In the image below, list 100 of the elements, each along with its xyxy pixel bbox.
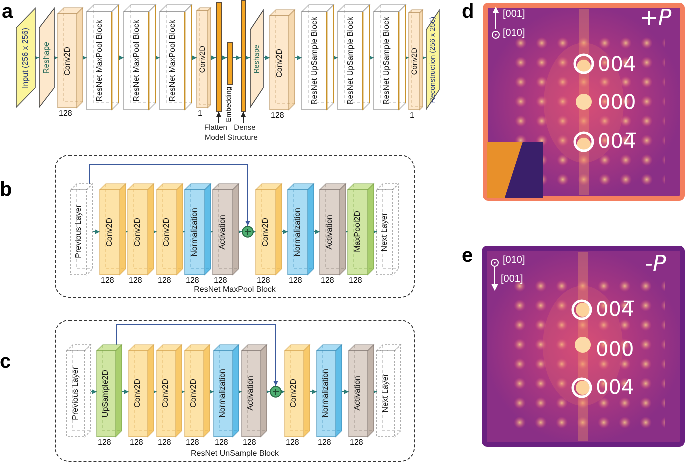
reflection-label: 004̅ xyxy=(598,131,636,151)
arrow xyxy=(192,56,198,60)
panel-letter: d xyxy=(462,2,474,22)
arrow xyxy=(372,230,378,234)
filter-count: 128 xyxy=(271,112,284,120)
arrow xyxy=(282,230,288,234)
arrow xyxy=(333,56,338,60)
arrow xyxy=(421,56,426,60)
layer-label: Conv2D xyxy=(162,379,170,408)
filter-count: 128 xyxy=(158,439,172,447)
arrow xyxy=(404,56,410,60)
panel-letter: e xyxy=(462,246,474,266)
filter-count: 128 xyxy=(286,439,300,447)
polarization-label: -P xyxy=(645,254,666,276)
layer-label: Normalization xyxy=(322,369,330,418)
block-panel xyxy=(55,155,415,298)
reflection-label: 000 xyxy=(598,92,636,112)
arrow xyxy=(53,56,58,60)
filter-count: 1 xyxy=(198,110,202,118)
layer-label: ResNet UpSample Block xyxy=(346,16,354,106)
axis-label: [010] xyxy=(503,29,526,39)
reflection-label: 004̅ xyxy=(596,299,634,319)
arrow xyxy=(237,230,242,234)
layer-label: Conv2D xyxy=(162,218,170,246)
filter-count: 128 xyxy=(321,277,334,285)
filter-count: 128 xyxy=(350,439,364,447)
arrow xyxy=(342,390,350,394)
panel-letter: a xyxy=(2,2,14,22)
arrow xyxy=(264,56,270,60)
filter-count: 128 xyxy=(129,277,142,285)
arrow xyxy=(222,56,228,60)
arrow xyxy=(237,390,242,394)
arrow xyxy=(118,56,124,60)
arrow xyxy=(372,390,378,394)
arrow xyxy=(92,230,100,234)
filter-count: 1 xyxy=(410,112,414,120)
layer-label: Conv2D xyxy=(290,379,298,408)
filter-count: 128 xyxy=(215,439,228,447)
layer-label: Conv2D xyxy=(134,218,142,246)
reflection-label: 000 xyxy=(596,339,634,359)
arrow xyxy=(209,390,214,394)
arrow xyxy=(152,390,158,394)
arrow xyxy=(82,56,88,60)
panel-caption: ResNet UnSample Block xyxy=(190,449,280,458)
layer-label: Previous Layer xyxy=(74,205,82,259)
block-panel xyxy=(55,320,415,462)
filter-count: 128 xyxy=(243,439,256,447)
filter-count: 128 xyxy=(98,439,112,447)
filter-count: 128 xyxy=(289,277,302,285)
arrow xyxy=(122,390,130,394)
layer-label: ResNet UpSample Block xyxy=(382,16,390,106)
filter-count: 128 xyxy=(214,277,228,285)
layer-label: Activation xyxy=(218,214,226,250)
panel-letter: c xyxy=(0,352,12,372)
arrow xyxy=(369,56,374,60)
layer-label: ResNet MaxPool Block xyxy=(132,20,140,102)
layer-label: Conv2D xyxy=(276,48,284,78)
layer-label: ResNet MaxPool Block xyxy=(168,20,176,102)
filter-count: 128 xyxy=(186,439,200,447)
arrow xyxy=(280,390,286,394)
axis-label: [001] xyxy=(501,275,524,285)
layer-label: Conv2D xyxy=(106,218,114,246)
layer-label: Next Layer xyxy=(382,374,390,413)
arrow xyxy=(294,56,302,60)
layer-label: Normalization xyxy=(219,369,227,418)
arrow xyxy=(90,390,98,394)
layer-label: MaxPool2D xyxy=(354,211,362,253)
arrow xyxy=(232,56,242,60)
layer-label: Previous Layer xyxy=(72,366,80,420)
panel-letter: b xyxy=(0,180,12,200)
layer-label: Activation xyxy=(247,376,255,411)
layer-label: UpSample2D xyxy=(102,370,110,418)
filter-count: 128 xyxy=(158,277,172,285)
arrow xyxy=(152,230,158,234)
arrow xyxy=(245,56,250,60)
layer-label: Conv2D xyxy=(134,379,142,408)
filter-count: 128 xyxy=(101,277,114,285)
layer-label: Input (256 x 256) xyxy=(22,28,30,88)
arrow xyxy=(314,230,320,234)
arrow xyxy=(210,56,216,60)
panel-caption: ResNet MaxPool Block xyxy=(194,285,276,294)
filter-count: 128 xyxy=(318,439,332,447)
arrow xyxy=(310,390,318,394)
filter-count: 128 xyxy=(130,439,144,447)
arrow xyxy=(155,56,160,60)
layer-label: Activation xyxy=(354,376,362,411)
layer-label: Conv2D xyxy=(190,379,198,408)
arrow xyxy=(34,56,40,60)
polarization-label: +P xyxy=(640,8,672,30)
arrow xyxy=(265,390,270,394)
axis-label: [010] xyxy=(503,256,526,266)
skip-connection xyxy=(116,324,278,386)
skip-connection xyxy=(90,164,250,226)
layer-label: Conv2D xyxy=(262,218,270,246)
reflection-label: 004 xyxy=(598,54,636,74)
layer-label: Conv2D xyxy=(64,46,72,76)
layer-label: Normalization xyxy=(294,208,302,256)
leader-arrow xyxy=(216,112,222,124)
layer-label: Reshape xyxy=(43,42,51,74)
filter-count: 128 xyxy=(349,277,362,285)
